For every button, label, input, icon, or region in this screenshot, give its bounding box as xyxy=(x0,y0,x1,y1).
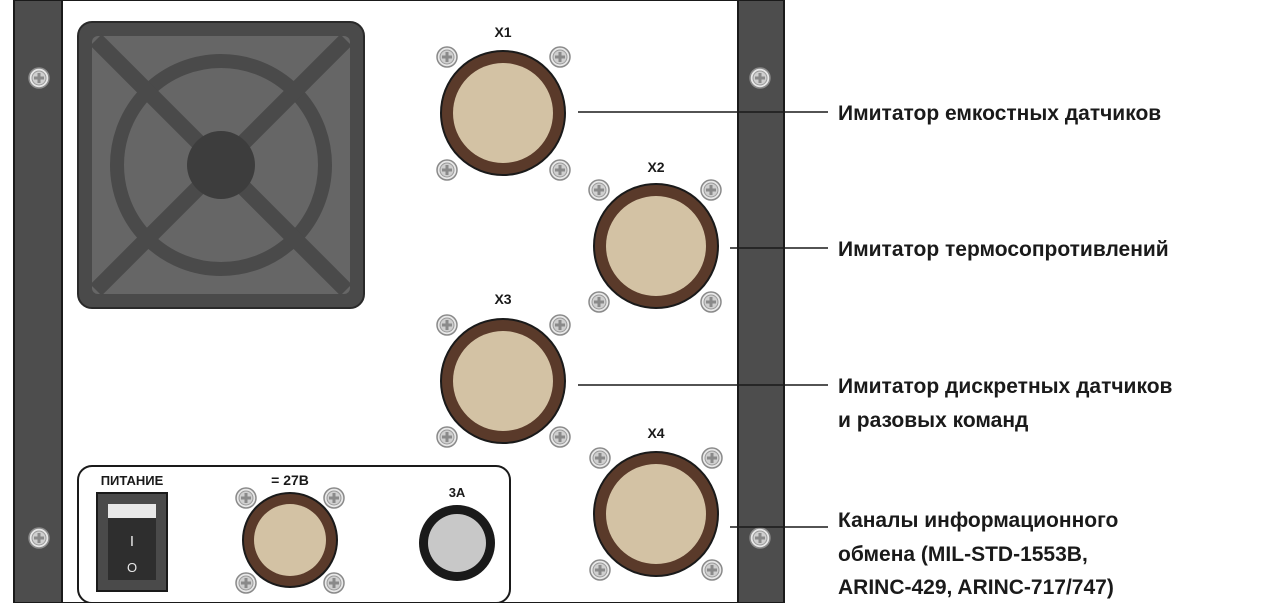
screw-icon xyxy=(28,67,50,89)
fuse-label: 3А xyxy=(449,485,466,500)
power-connector-label: = 27В xyxy=(271,472,309,488)
screw-icon xyxy=(436,314,458,336)
screw-icon xyxy=(549,314,571,336)
callout-x3-line-1: Имитатор дискретных датчиков xyxy=(838,375,1173,398)
screw-icon xyxy=(701,559,723,581)
connector-label: X1 xyxy=(494,24,511,40)
screw-icon xyxy=(700,179,722,201)
callout-x1-line-1: Имитатор емкостных датчиков xyxy=(838,102,1161,125)
callout-x4-line-1: Каналы информационного xyxy=(838,509,1118,532)
power-switch[interactable]: ПИТАНИЕ I O xyxy=(96,473,168,592)
connector-x3: X3 xyxy=(436,291,571,448)
screw-icon xyxy=(589,559,611,581)
switch-off-symbol: O xyxy=(127,560,137,575)
switch-on-symbol: I xyxy=(130,533,134,550)
right-rail xyxy=(737,0,785,603)
connector-x2: X2 xyxy=(588,159,722,313)
screw-icon xyxy=(436,46,458,68)
connector-label: X2 xyxy=(647,159,664,175)
connector-x1: X1 xyxy=(436,24,571,181)
callout-x2-line-1: Имитатор термосопротивлений xyxy=(838,238,1169,261)
callout-x4-line-2: обмена (MIL-STD-1553B, xyxy=(838,543,1088,566)
power-label: ПИТАНИЕ xyxy=(101,473,164,488)
screw-icon xyxy=(323,572,345,594)
screw-icon xyxy=(749,527,771,549)
power-connector: = 27В xyxy=(235,472,345,594)
screw-icon xyxy=(323,487,345,509)
screw-icon xyxy=(235,572,257,594)
callout-x4-line-3: ARINC-429, ARINC-717/747) xyxy=(838,576,1114,599)
screw-icon xyxy=(28,527,50,549)
screw-icon xyxy=(436,159,458,181)
screw-icon xyxy=(588,179,610,201)
left-rail xyxy=(13,0,63,603)
screw-icon xyxy=(549,426,571,448)
connector-label: X4 xyxy=(647,425,664,441)
fuse-holder[interactable]: 3А xyxy=(419,485,495,581)
screw-icon xyxy=(589,447,611,469)
screw-icon xyxy=(235,487,257,509)
fan-grille xyxy=(77,21,365,309)
connector-x4: X4 xyxy=(589,425,723,581)
screw-icon xyxy=(700,291,722,313)
connector-label: X3 xyxy=(494,291,511,307)
screw-icon xyxy=(549,46,571,68)
screw-icon xyxy=(588,291,610,313)
screw-icon xyxy=(436,426,458,448)
screw-icon xyxy=(549,159,571,181)
callout-x3-line-2: и разовых команд xyxy=(838,409,1028,432)
screw-icon xyxy=(701,447,723,469)
screw-icon xyxy=(749,67,771,89)
